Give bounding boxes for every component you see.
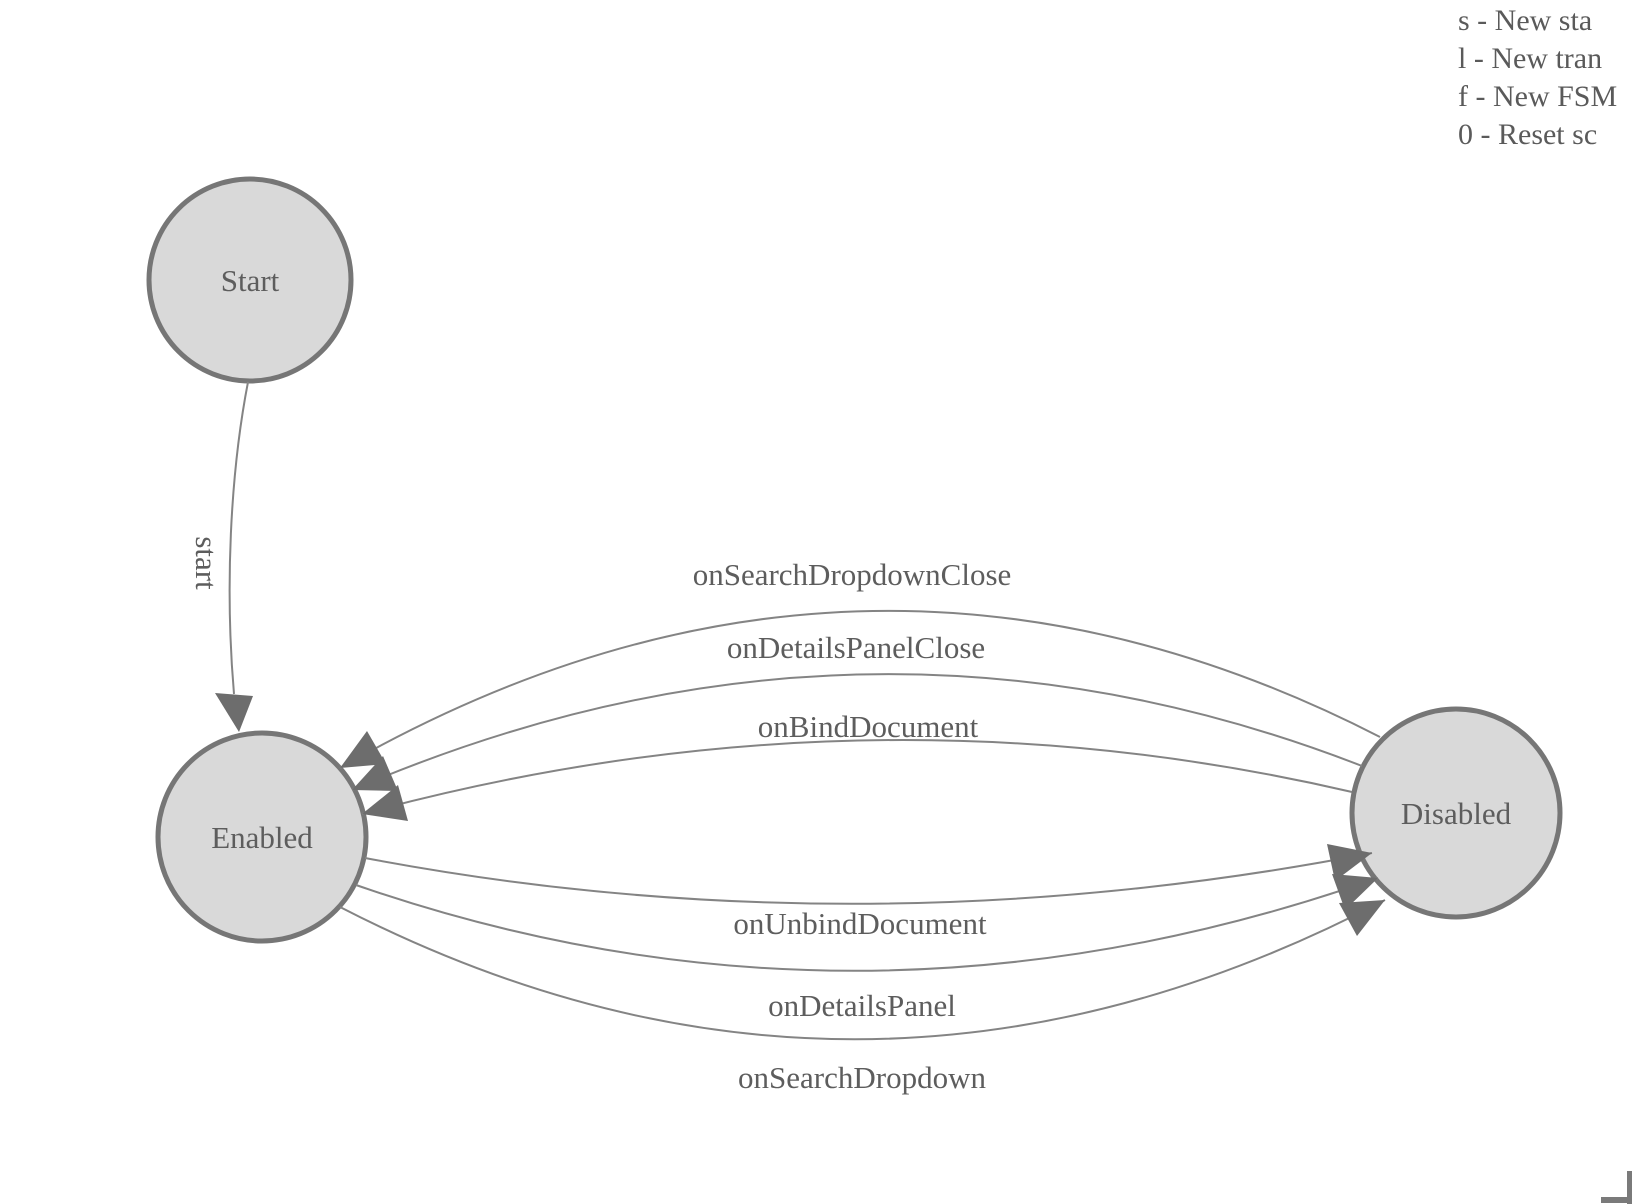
state-label-disabled: Disabled	[1401, 796, 1512, 831]
legend-line-new-state: s - New sta	[1458, 4, 1593, 37]
transition-onSearchDropdown[interactable]: onSearchDropdown	[339, 899, 1386, 1095]
state-node-start[interactable]: Start	[146, 176, 354, 384]
edge-onBindDocument[interactable]	[361, 739, 1353, 815]
edge-label-onSearchDropdownClose: onSearchDropdownClose	[693, 557, 1012, 592]
legend-line-new-transition: l - New tran	[1458, 42, 1603, 75]
edge-label-onDetailsPanel: onDetailsPanel	[768, 988, 956, 1023]
state-circle-disabled[interactable]	[1349, 706, 1563, 920]
transition-onDetailsPanelClose[interactable]: onDetailsPanelClose	[351, 630, 1363, 791]
legend-line-new-fsm: f - New FSM	[1458, 80, 1618, 113]
edge-onDetailsPanelClose[interactable]	[351, 673, 1363, 791]
transition-onSearchDropdownClose[interactable]: onSearchDropdownClose	[339, 557, 1381, 769]
state-circle-enabled[interactable]	[155, 730, 369, 944]
edge-label-onSearchDropdown: onSearchDropdown	[738, 1060, 986, 1095]
transition-onDetailsPanel[interactable]: onDetailsPanel	[355, 874, 1379, 1023]
state-label-start: Start	[221, 263, 280, 298]
state-node-enabled[interactable]: Enabled	[155, 730, 369, 944]
state-node-disabled[interactable]: Disabled	[1349, 706, 1563, 920]
state-label-enabled: Enabled	[211, 820, 313, 855]
edge-onDetailsPanel[interactable]	[355, 877, 1379, 972]
edge-label-start: start	[189, 536, 224, 590]
arrowhead-onSearchDropdown-icon	[1339, 900, 1385, 936]
canvas-corner-fragment-vertical	[1627, 1171, 1632, 1204]
shortcut-legend: s - New sta l - New tran f - New FSM 0 -…	[1458, 2, 1617, 154]
state-circle-start[interactable]	[146, 176, 354, 384]
arrowhead-onDetailsPanel-icon	[1332, 874, 1378, 910]
arrowhead-onBindDocument-icon	[362, 785, 408, 821]
transition-onUnbindDocument[interactable]: onUnbindDocument	[364, 844, 1373, 941]
transition-start-to-enabled[interactable]: start	[189, 381, 253, 732]
edge-onSearchDropdownClose[interactable]	[339, 609, 1381, 769]
legend-line-reset: 0 - Reset sc	[1458, 118, 1598, 151]
arrowhead-onSearchDropdownClose-icon	[340, 731, 386, 768]
edge-label-onBindDocument: onBindDocument	[758, 709, 979, 744]
edge-start[interactable]	[228, 381, 249, 695]
arrowhead-onDetailsPanelClose-icon	[352, 756, 398, 791]
edge-label-onDetailsPanelClose: onDetailsPanelClose	[727, 630, 985, 665]
transition-onBindDocument[interactable]: onBindDocument	[361, 709, 1353, 821]
edge-label-onUnbindDocument: onUnbindDocument	[733, 906, 987, 941]
edge-onUnbindDocument[interactable]	[364, 852, 1373, 905]
arrowhead-onUnbindDocument-icon	[1327, 844, 1372, 881]
canvas-corner-fragment-horizontal	[1601, 1197, 1632, 1203]
edge-onSearchDropdown[interactable]	[339, 899, 1386, 1041]
arrowhead-start-icon	[215, 693, 253, 732]
